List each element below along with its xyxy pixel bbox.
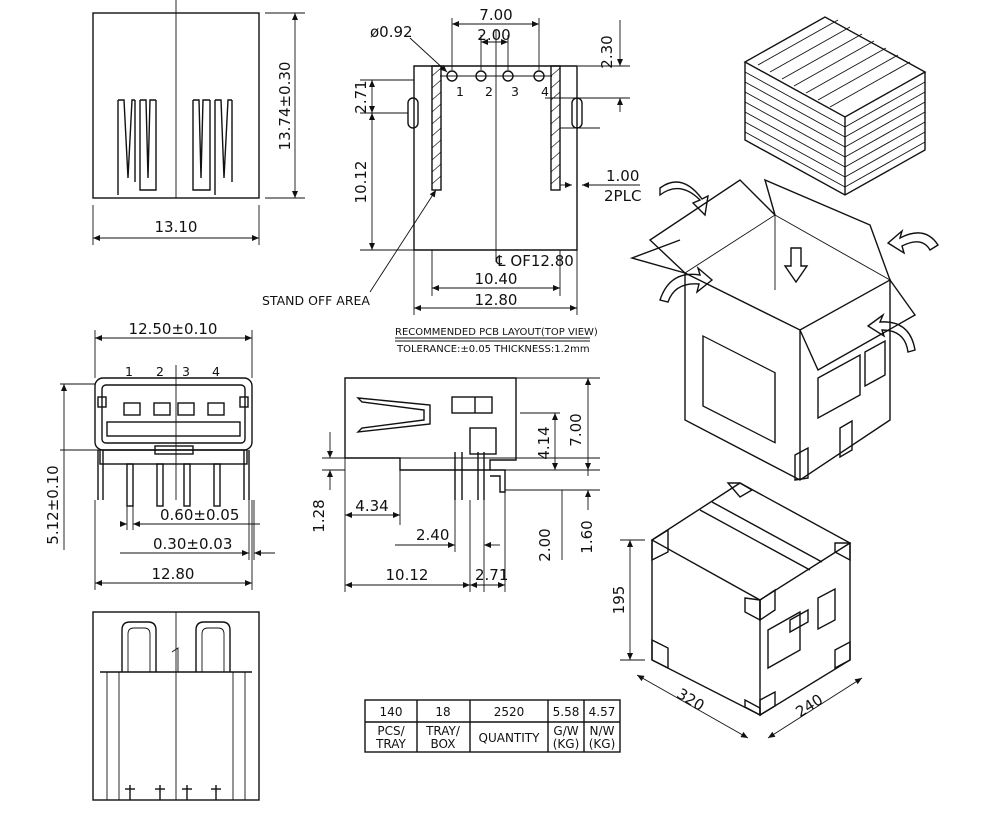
table-label-tray2: TRAY/ bbox=[425, 724, 461, 738]
front-pin-label-3: 3 bbox=[182, 364, 190, 379]
table-label-nw: N/W bbox=[590, 724, 615, 738]
dim-carton-length: 320 bbox=[674, 685, 708, 715]
pcb-pin-label-1: 1 bbox=[456, 84, 464, 99]
table-label-gw-unit: (KG) bbox=[553, 737, 580, 751]
table-value-quantity: 2520 bbox=[494, 705, 525, 719]
flap-arrow-icon-3 bbox=[886, 228, 939, 255]
front-pin-label-2: 2 bbox=[156, 364, 164, 379]
dim-front-height: 5.12±0.10 bbox=[44, 465, 62, 544]
pcb-pin-label-2: 2 bbox=[485, 84, 493, 99]
contact-spring-left bbox=[117, 99, 136, 195]
dim-side-4-34: 4.34 bbox=[355, 497, 388, 515]
front-pin-label-4: 4 bbox=[212, 364, 220, 379]
dim-slot-length: 10.12 bbox=[352, 161, 370, 204]
table-label-box: BOX bbox=[431, 737, 456, 751]
front-base bbox=[99, 449, 248, 465]
dim-side-height: 7.00 bbox=[567, 413, 585, 446]
table-value-tray-box: 18 bbox=[435, 705, 450, 719]
dim-hole-diameter: ø0.92 bbox=[370, 23, 413, 41]
dim-top-offset: 2.30 bbox=[598, 35, 616, 68]
dim-pitch-inner: 2.00 bbox=[477, 26, 510, 44]
standoff-bar-right bbox=[550, 65, 561, 191]
table-label-nw-unit: (KG) bbox=[589, 737, 616, 751]
dim-side-10-12: 10.12 bbox=[386, 566, 429, 584]
open-carton-body bbox=[684, 271, 891, 481]
flap-arrow-icon-2 bbox=[659, 265, 714, 303]
bottom-view bbox=[92, 611, 260, 801]
table-label-pcs: PCS/ bbox=[377, 724, 405, 738]
side-view: 7.00 4.14 1.60 2.00 1.28 4.34 2.40 10.12… bbox=[310, 377, 600, 592]
top-view: 13.10 13.74±0.30 bbox=[92, 0, 305, 245]
front-pin-2 bbox=[156, 463, 164, 507]
flap-arrow-icon bbox=[659, 181, 709, 217]
contact-spring-right-2 bbox=[214, 99, 233, 195]
dim-outer-width: 12.80 bbox=[475, 291, 518, 309]
pcb-layout: 1 2 3 4 7.00 2.00 ø0.92 2.30 1.00 2PLC 2… bbox=[262, 6, 641, 355]
arrow-down-icon bbox=[783, 247, 809, 284]
dim-top-height: 13.74±0.30 bbox=[276, 62, 294, 151]
pcb-outline bbox=[413, 65, 578, 251]
dim-side-1-60: 1.60 bbox=[578, 520, 596, 553]
table-label-quantity: QUANTITY bbox=[479, 731, 541, 745]
dim-side-2-00: 2.00 bbox=[536, 528, 554, 561]
standoff-bar-left bbox=[431, 65, 442, 191]
front-shell-outer bbox=[94, 377, 253, 451]
packing-table: 140 18 2520 5.58 4.57 PCS/ TRAY TRAY/ BO… bbox=[364, 699, 621, 753]
dim-front-bottom-width: 12.80 bbox=[152, 565, 195, 583]
table-value-nw: 4.57 bbox=[589, 705, 616, 719]
front-pin-1 bbox=[126, 463, 134, 507]
front-shell-inner bbox=[101, 384, 246, 444]
centerline-note: ℄ OF12.80 bbox=[495, 252, 574, 270]
closed-carton: 195 320 240 bbox=[610, 482, 863, 739]
front-pin-3 bbox=[183, 463, 191, 507]
dim-side-mid: 4.14 bbox=[535, 426, 553, 459]
dim-inner-width: 10.40 bbox=[475, 270, 518, 288]
tray-stack bbox=[743, 16, 927, 196]
dim-carton-width: 240 bbox=[792, 690, 826, 721]
dim-carton-height: 195 bbox=[610, 586, 628, 615]
contact-spring-left-2 bbox=[139, 99, 157, 191]
dim-front-top-width: 12.50±0.10 bbox=[129, 320, 218, 338]
table-value-gw: 5.58 bbox=[553, 705, 580, 719]
table-value-pcs-tray: 140 bbox=[380, 705, 403, 719]
pcb-caption-sub: TOLERANCE:±0.05 THICKNESS:1.2mm bbox=[396, 344, 590, 355]
front-pin-4 bbox=[213, 463, 221, 507]
dim-top-width: 13.10 bbox=[155, 218, 198, 236]
table-label-tray: TRAY bbox=[375, 737, 406, 751]
slot-count-note: 2PLC bbox=[604, 187, 641, 205]
pcb-pin-label-3: 3 bbox=[511, 84, 519, 99]
table-label-gw: G/W bbox=[553, 724, 578, 738]
front-view: 1 2 3 4 12.50±0.10 5.12±0.10 0.60±0.05 bbox=[44, 320, 275, 590]
dim-pitch-outer: 7.00 bbox=[479, 6, 512, 24]
standoff-label: STAND OFF AREA bbox=[262, 293, 370, 308]
front-tongue bbox=[106, 421, 241, 437]
open-carton bbox=[629, 178, 939, 481]
dim-pin-thickness: 0.30±0.03 bbox=[153, 535, 232, 553]
front-pin-label-1: 1 bbox=[125, 364, 133, 379]
dim-pin-width: 0.60±0.05 bbox=[160, 506, 239, 524]
mount-slot-left bbox=[407, 97, 419, 129]
dim-slot-offset: 2.71 bbox=[352, 80, 370, 113]
flap-arrow-icon-4 bbox=[866, 312, 916, 353]
pcb-caption-title: RECOMMENDED PCB LAYOUT(TOP VIEW) bbox=[395, 327, 598, 338]
dim-side-2-71: 2.71 bbox=[475, 566, 508, 584]
contact-spring-right bbox=[192, 99, 211, 191]
dim-side-1-28: 1.28 bbox=[310, 499, 328, 532]
pcb-pin-label-4: 4 bbox=[541, 84, 549, 99]
dim-side-2-40: 2.40 bbox=[416, 526, 449, 544]
dim-slot-width: 1.00 bbox=[606, 167, 639, 185]
side-spring bbox=[356, 397, 431, 433]
